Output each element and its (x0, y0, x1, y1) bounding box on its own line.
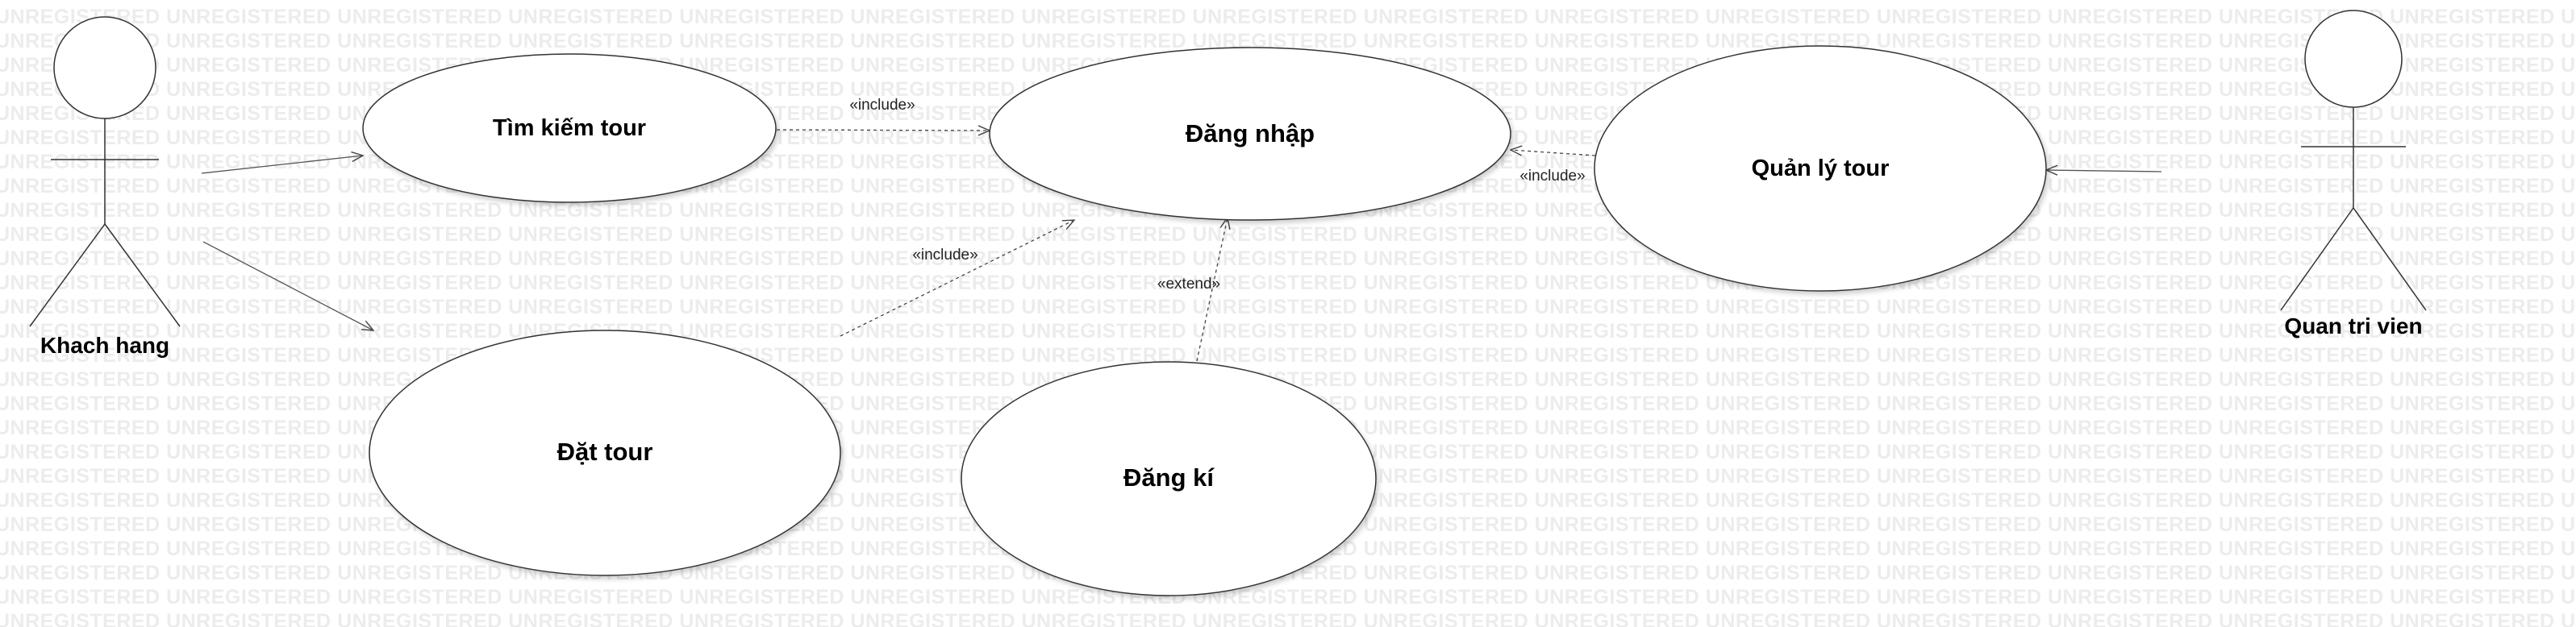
use-case-manage-tour-shape (1594, 45, 2047, 292)
actor-admin-head (2304, 10, 2403, 108)
include-book-login[interactable] (840, 220, 1074, 337)
actor-admin-right-leg (2353, 207, 2427, 311)
use-case-login-label: Đăng nhập (1186, 119, 1315, 147)
use-case-register-label: Đăng kí (1123, 463, 1215, 492)
use-case-book-tour[interactable]: Đặt tour (369, 330, 841, 576)
include-manage-login[interactable] (1511, 150, 1596, 156)
association-admin-manage[interactable] (2046, 170, 2162, 172)
actor-customer-left-leg (29, 223, 106, 327)
association-customer-search[interactable] (201, 156, 363, 174)
actor-admin-left-leg (2280, 207, 2354, 311)
use-case-book-tour-shape (369, 330, 841, 576)
actor-admin-name: Quan tri vien (2284, 314, 2422, 338)
actor-customer[interactable]: Khach hang (29, 16, 181, 358)
label-register-extend-login: «extend» (1157, 276, 1220, 293)
actor-customer-name: Khach hang (40, 333, 169, 358)
use-case-search-tour[interactable]: Tìm kiếm tour (362, 53, 777, 203)
use-case-search-tour-shape (362, 53, 777, 203)
use-case-manage-tour-label: Quản lý tour (1752, 156, 1890, 181)
label-book-include-login: «include» (912, 247, 977, 264)
use-case-register-shape (961, 361, 1377, 596)
use-case-search-tour-label: Tìm kiếm tour (493, 115, 646, 141)
actor-customer-right-leg (104, 223, 181, 327)
include-search-login[interactable] (776, 130, 990, 131)
association-customer-book[interactable] (202, 241, 373, 330)
actor-admin[interactable]: Quan tri vien (2280, 10, 2427, 338)
use-case-manage-tour[interactable]: Quản lý tour (1594, 45, 2047, 292)
actor-customer-head (53, 16, 156, 119)
use-case-book-tour-label: Đặt tour (557, 438, 653, 466)
use-case-login-shape (989, 47, 1511, 221)
use-case-register[interactable]: Đăng kí (961, 361, 1377, 596)
extend-register-login[interactable] (1196, 218, 1228, 362)
label-search-include-login: «include» (849, 97, 915, 114)
use-case-login[interactable]: Đăng nhập (989, 47, 1511, 221)
label-manage-include-login: «include» (1519, 168, 1585, 185)
